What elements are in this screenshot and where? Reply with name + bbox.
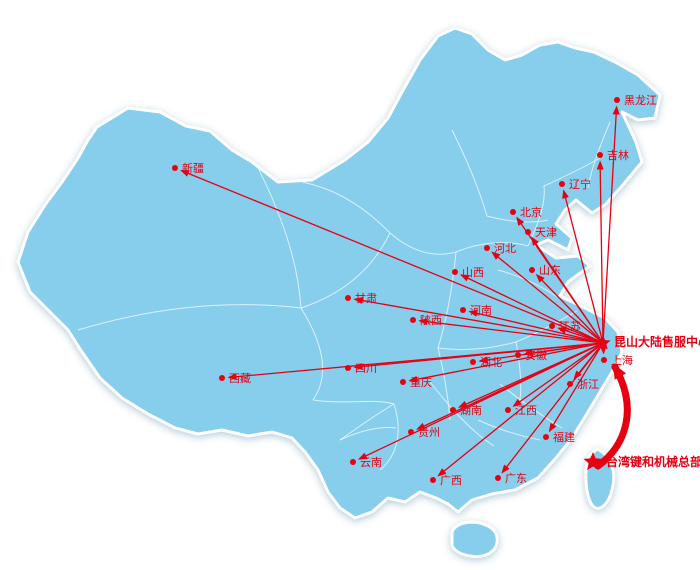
province-dot xyxy=(515,352,521,358)
route-arrows xyxy=(180,105,620,477)
province-dot xyxy=(219,375,225,381)
route-arrow xyxy=(418,318,604,344)
province-label: 黑龙江 xyxy=(624,94,657,107)
province-label: 湖北 xyxy=(480,356,502,369)
hainan-island xyxy=(450,520,499,558)
province-label: 北京 xyxy=(520,205,542,219)
province-label: 广东 xyxy=(505,472,527,485)
route-arrow xyxy=(548,342,604,433)
province-label: 云南 xyxy=(360,456,382,469)
province-dot xyxy=(567,381,573,387)
province-label: 贵州 xyxy=(418,426,440,439)
province-dot xyxy=(450,407,456,413)
province-dot xyxy=(601,357,607,363)
special-markers: 昆山大陆售服中心 台湾键和机械总部 xyxy=(583,334,700,471)
province-label: 甘肃 xyxy=(355,292,377,305)
hq-star-icon xyxy=(583,452,603,471)
province-dot xyxy=(529,267,535,273)
province-label: 辽宁 xyxy=(569,177,591,191)
province-dot xyxy=(452,269,458,275)
route-arrow xyxy=(408,342,604,383)
province-label: 山西 xyxy=(462,266,484,279)
province-dot xyxy=(495,475,501,481)
province-dot xyxy=(400,379,406,385)
province-dot xyxy=(172,165,178,171)
route-arrow xyxy=(512,342,604,407)
province-label: 安徽 xyxy=(525,348,547,362)
province-dot xyxy=(350,459,356,465)
route-arrow xyxy=(227,342,604,381)
province-label: 福建 xyxy=(553,430,575,444)
route-arrow xyxy=(459,274,604,344)
province-dot xyxy=(543,434,549,440)
route-arrow xyxy=(468,309,604,344)
route-arrow xyxy=(501,342,604,474)
hub-label: 昆山大陆售服中心 xyxy=(614,334,700,349)
province-label: 广西 xyxy=(440,474,462,487)
province-dot xyxy=(430,477,436,483)
hq-label: 台湾键和机械总部 xyxy=(606,454,700,469)
province-dot xyxy=(597,152,603,158)
province-label: 湖南 xyxy=(460,404,482,417)
route-arrow xyxy=(357,342,604,460)
province-dot xyxy=(470,359,476,365)
route-arrow xyxy=(596,160,604,344)
taiwan-to-kunshan-arrow xyxy=(594,363,631,470)
province-dot xyxy=(505,407,511,413)
province-dot xyxy=(559,181,565,187)
route-arrow xyxy=(491,251,604,344)
province-dot xyxy=(460,307,466,313)
province-label: 西藏 xyxy=(229,372,251,385)
route-arrow xyxy=(535,273,604,344)
province-dot xyxy=(345,295,351,301)
province-label: 河北 xyxy=(494,242,516,255)
china-landmass xyxy=(16,26,662,558)
province-dot xyxy=(345,365,351,371)
province-dot xyxy=(484,245,490,251)
province-dot xyxy=(408,429,414,435)
province-borders xyxy=(77,121,611,471)
province-label: 吉林 xyxy=(607,148,629,162)
province-dot xyxy=(525,229,531,235)
province-label: 上海 xyxy=(611,353,633,367)
province-dot xyxy=(410,317,416,323)
route-arrow xyxy=(353,297,604,344)
province-dot xyxy=(510,209,516,215)
route-arrow xyxy=(531,236,604,344)
route-arrow xyxy=(180,169,604,344)
province-label: 江苏 xyxy=(559,320,581,333)
mainland-shape xyxy=(16,26,662,520)
province-label: 浙江 xyxy=(577,378,599,391)
hub-star-icon xyxy=(595,335,611,350)
route-arrow xyxy=(602,105,620,344)
route-arrow xyxy=(437,342,604,477)
route-arrow xyxy=(562,189,604,344)
province-label: 新疆 xyxy=(182,161,204,175)
province-label: 重庆 xyxy=(410,375,432,389)
province-label: 山东 xyxy=(539,264,561,277)
province-label: 陕西 xyxy=(420,313,442,327)
province-dot xyxy=(614,97,620,103)
province-label: 河南 xyxy=(470,304,492,317)
province-label: 江西 xyxy=(515,404,537,417)
province-label: 四川 xyxy=(355,362,377,375)
route-arrow xyxy=(478,342,604,364)
province-dot xyxy=(549,323,555,329)
province-label: 天津 xyxy=(535,226,557,239)
